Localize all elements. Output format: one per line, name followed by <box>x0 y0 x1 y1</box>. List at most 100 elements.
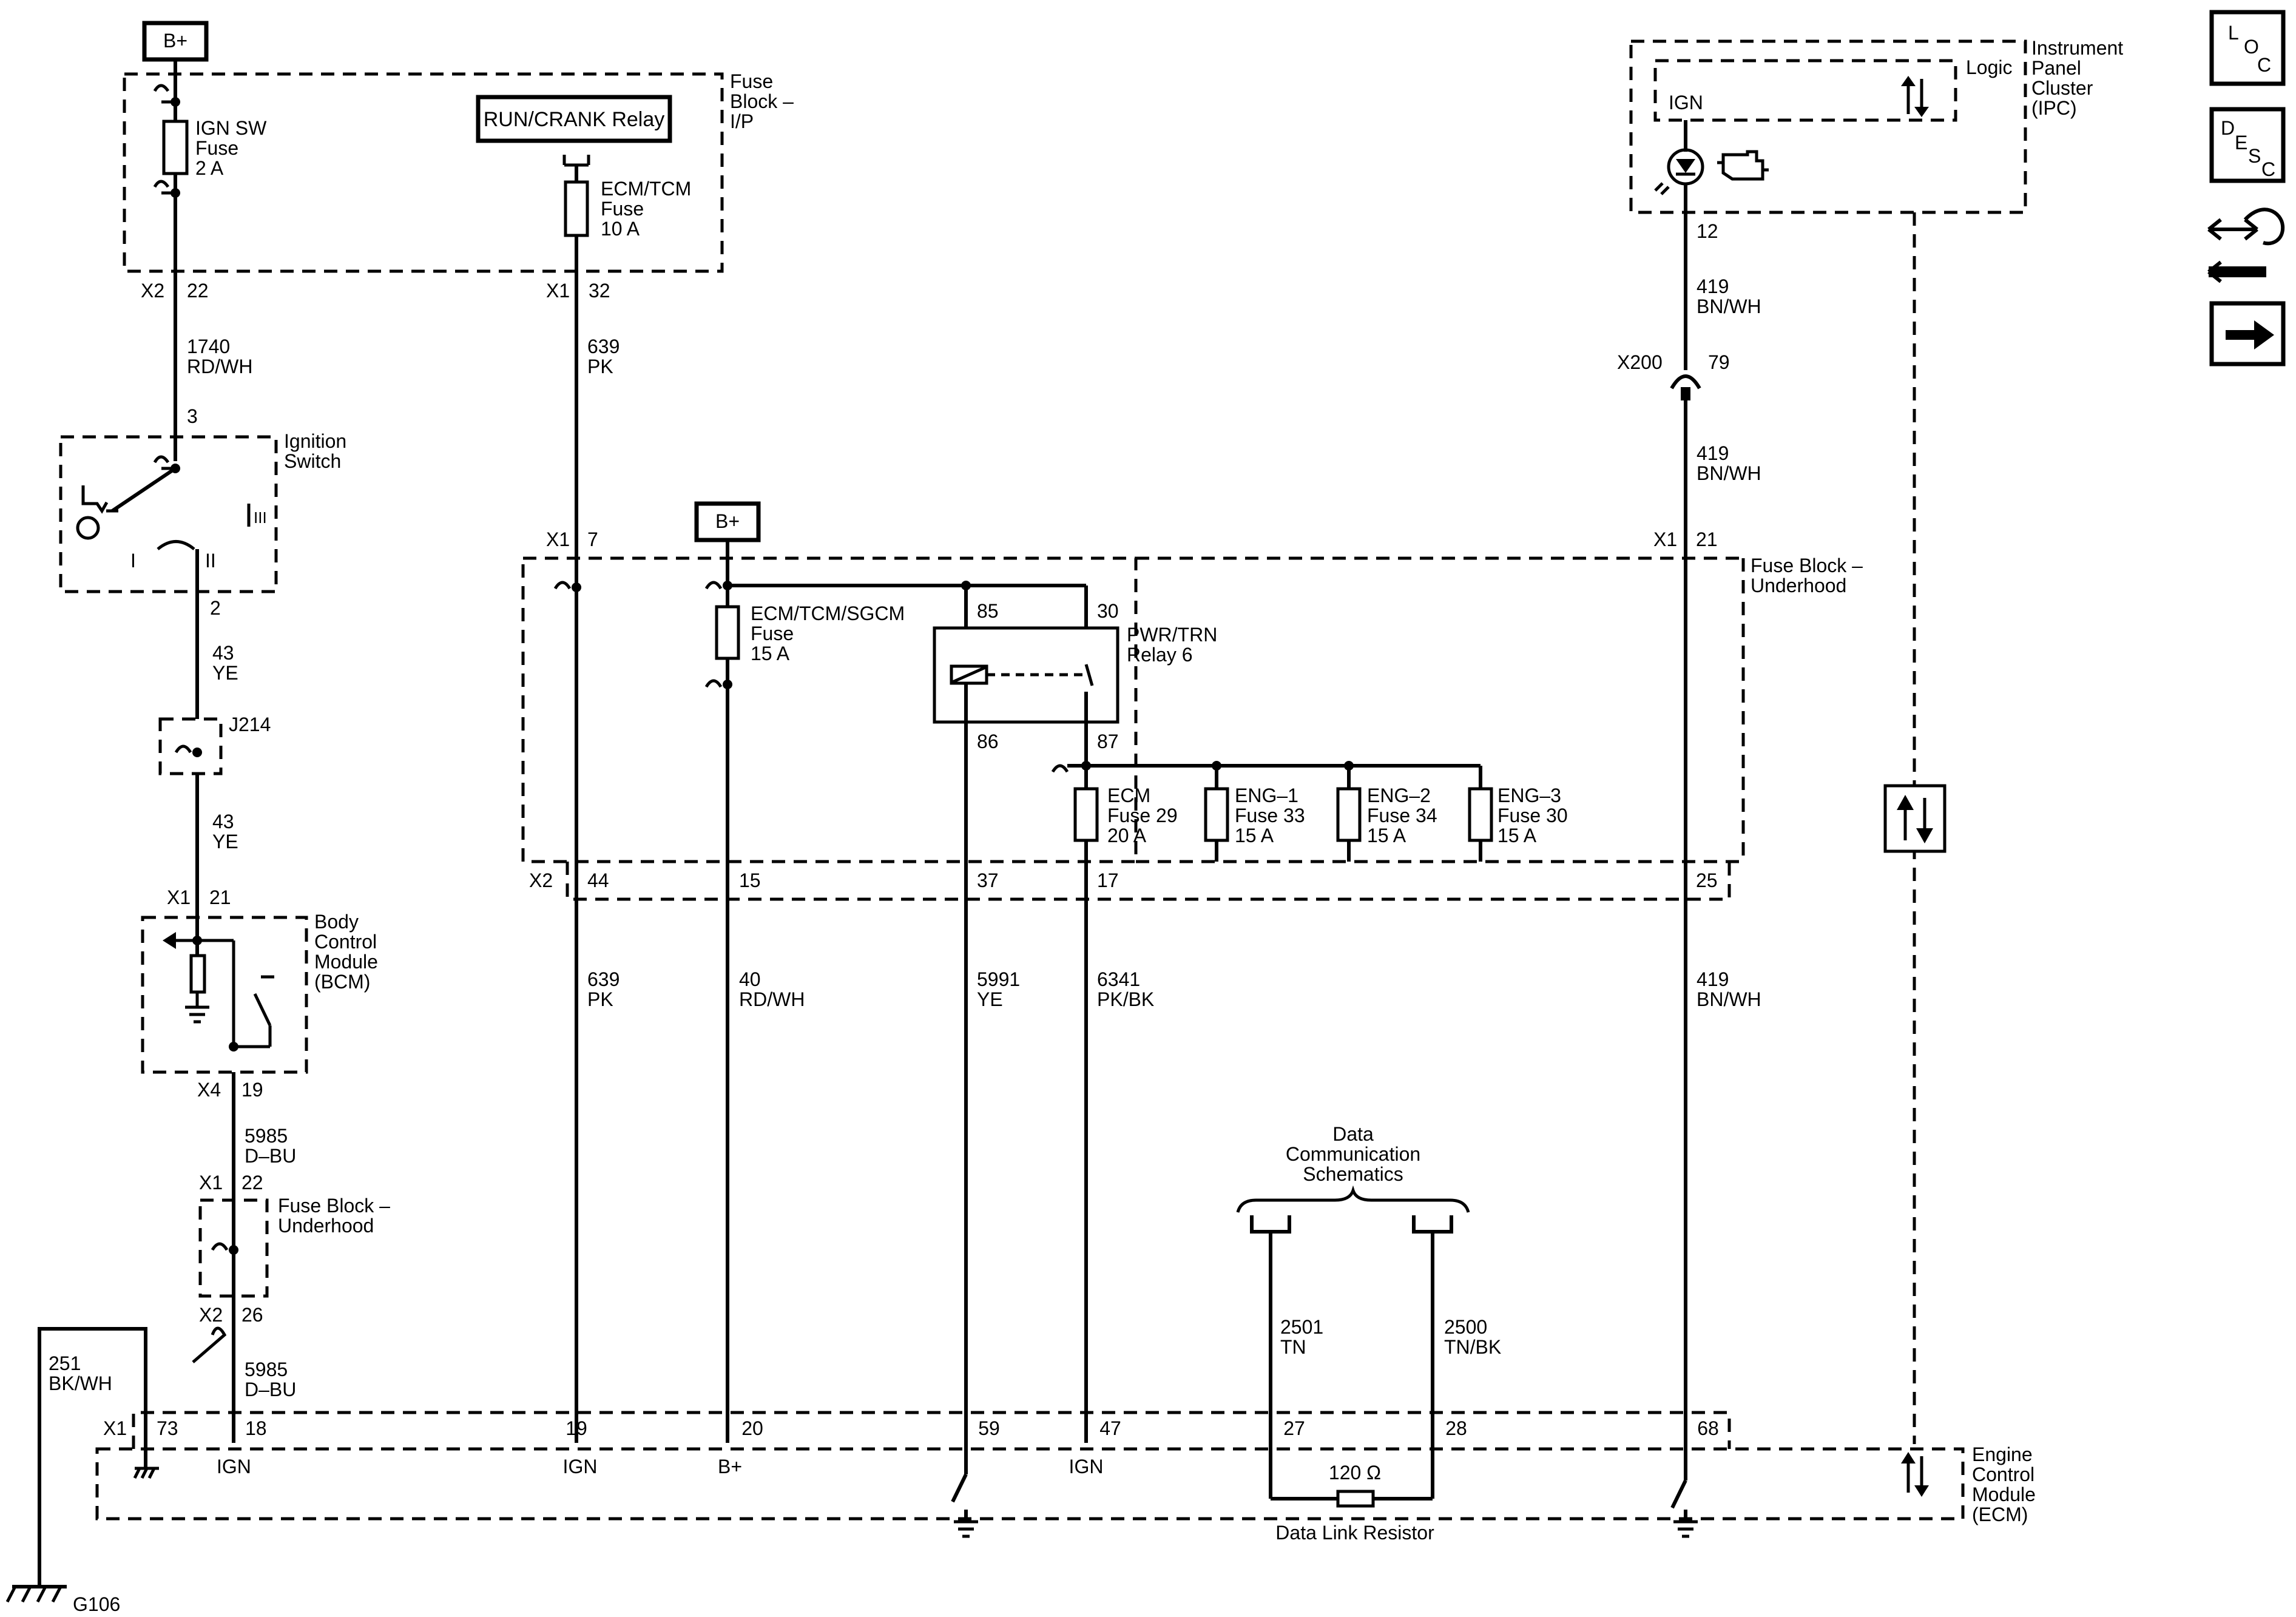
pin-12-ipc: 12 <box>1697 220 1718 242</box>
eng1-fuse-label-1: ENG–1 <box>1235 785 1298 806</box>
pwr-trn-relay-label-2: Relay 6 <box>1127 644 1193 666</box>
bcm-label-3: Module <box>314 951 378 973</box>
pin-21-bcm: 21 <box>209 886 231 908</box>
ignition-switch-contacts: III I II <box>76 437 267 592</box>
wire-5991-num: 5991 <box>977 968 1020 990</box>
ign-19: IGN <box>563 1456 598 1477</box>
eng2-fuse-34: ENG–2 Fuse 34 15 A <box>1336 785 1437 862</box>
wire-251-num: 251 <box>49 1352 81 1374</box>
ecm-label-4: (ECM) <box>1972 1504 2028 1525</box>
wire-419a-num: 419 <box>1697 275 1729 297</box>
desc-icon[interactable]: D E S C <box>2209 107 2286 183</box>
bplus-top-left: B+ <box>142 21 209 62</box>
conn-x1-bcm: X1 <box>167 886 191 908</box>
ecm-fuse29-label-1: ECM <box>1107 785 1150 806</box>
bcm-label-1: Body <box>314 911 359 933</box>
conn-x4: X4 <box>197 1079 221 1101</box>
wire-6341-color: PK/BK <box>1097 988 1154 1010</box>
ecm-label-1: Engine <box>1972 1443 2033 1465</box>
wire-639-num: 639 <box>587 968 620 990</box>
pin-22-uh: 22 <box>241 1172 263 1193</box>
fuse-block-ip-label-3: I/P <box>730 110 754 132</box>
run-crank-relay[interactable]: RUN/CRANK Relay <box>476 95 672 143</box>
pin-86: 86 <box>977 731 999 752</box>
ecm-tcm-fuse-label-1: ECM/TCM <box>601 178 691 200</box>
uh-small-label-1: Fuse Block – <box>278 1195 390 1217</box>
data-link-resistor: 120 Ω Data Link Resistor <box>1271 1462 1434 1544</box>
conn-x1-uh-right: X1 <box>1653 528 1677 550</box>
ecm-fuse-29: ECM Fuse 29 20 A <box>1073 785 1178 846</box>
pin-68: 68 <box>1697 1417 1719 1439</box>
wire-419b-color: BN/WH <box>1697 462 1761 484</box>
ecm-label-3: Module <box>1972 1484 2036 1505</box>
datacomm-label-2: Communication <box>1286 1143 1420 1165</box>
pin-32: 32 <box>589 280 610 302</box>
next-arrow-icon[interactable] <box>2209 301 2286 366</box>
ecm-updown-arrows-icon <box>1901 1452 1929 1497</box>
pin-27: 27 <box>1283 1417 1305 1439</box>
ipc-label-1: Instrument <box>2031 37 2123 59</box>
pin-17: 17 <box>1097 869 1119 891</box>
eng1-fuse-33: ENG–1 Fuse 33 15 A <box>1204 785 1305 862</box>
ecm-tcm-fuse-label-3: 10 A <box>601 218 640 240</box>
ipc-label-3: Cluster <box>2031 77 2093 99</box>
conn-x1-ecm-left: X1 <box>103 1417 127 1439</box>
wire-419c-num: 419 <box>1697 968 1729 990</box>
fuse-block-underhood <box>521 556 1138 863</box>
bplus-label: B+ <box>163 30 187 52</box>
datacomm-bracket <box>1236 1185 1470 1234</box>
instrument-panel-cluster[interactable] <box>1629 39 2027 214</box>
bplus-20: B+ <box>718 1456 742 1477</box>
wire-40-num: 40 <box>739 968 761 990</box>
fuse-block-ip <box>123 72 724 273</box>
engine-control-module[interactable] <box>95 1447 1965 1521</box>
loc-icon[interactable]: L O C <box>2209 10 2286 86</box>
pin-28: 28 <box>1445 1417 1467 1439</box>
datacomm-label-1: Data <box>1332 1123 1374 1145</box>
bcm-internals <box>163 915 274 1052</box>
ecm-label-2: Control <box>1972 1463 2034 1485</box>
uh-small-label-2: Underhood <box>278 1215 374 1237</box>
wire-40-color: RD/WH <box>739 988 805 1010</box>
bcm-label-2: Control <box>314 931 377 953</box>
body-control-module[interactable] <box>141 916 308 1074</box>
ignition-switch-label-2: Switch <box>284 450 341 472</box>
bcm-label-4: (BCM) <box>314 971 370 993</box>
wire-5985b-color: D–BU <box>245 1379 296 1400</box>
run-crank-relay-label: RUN/CRANK Relay <box>484 108 665 131</box>
eng3-fuse-label-2: Fuse 30 <box>1497 805 1568 826</box>
fuse-block-ip-label-2: Block – <box>730 90 794 112</box>
desc-s: S <box>2248 145 2261 167</box>
updown-arrows-box-icon <box>1883 784 1947 853</box>
connector-end-view-icon[interactable] <box>2207 208 2285 283</box>
pwr-trn-relay-6[interactable] <box>933 626 1119 724</box>
ign-47: IGN <box>1069 1456 1104 1477</box>
ipc-label-4: (IPC) <box>2031 97 2077 119</box>
pwr-trn-relay-label-1: PWR/TRN <box>1127 624 1217 646</box>
ecm-tcm-sgcm-fuse-label-2: Fuse <box>751 623 794 644</box>
ecm-tcm-sgcm-fuse-label-1: ECM/TCM/SGCM <box>751 603 905 624</box>
wire-43b-num: 43 <box>212 811 234 832</box>
wire-419c-color: BN/WH <box>1697 988 1761 1010</box>
check-engine-icon <box>1717 150 1769 181</box>
pin-15: 15 <box>739 869 761 891</box>
wire-2500-num: 2500 <box>1444 1316 1487 1338</box>
wire-1740-color: RD/WH <box>187 356 252 377</box>
ignition-switch[interactable] <box>59 435 278 593</box>
ipc-label-2: Panel <box>2031 57 2081 79</box>
mil-lamp-icon <box>1654 148 1704 195</box>
wire-5991-color: YE <box>977 988 1003 1010</box>
wire-5985a-color: D–BU <box>245 1145 296 1167</box>
ipc-logic-label: Logic <box>1966 56 2013 78</box>
ground-g106: G106 <box>73 1593 120 1615</box>
pos-III: III <box>254 508 267 527</box>
bplus-underhood-label: B+ <box>715 510 740 532</box>
wire-2501-num: 2501 <box>1280 1316 1323 1338</box>
wire-43a-color: YE <box>212 662 238 684</box>
ecm-tcm-sgcm-fuse: ECM/TCM/SGCM Fuse 15 A <box>704 603 905 862</box>
wire-6341-num: 6341 <box>1097 968 1140 990</box>
wire-639-upper-color: PK <box>587 356 613 377</box>
wire-43b-color: YE <box>212 831 238 852</box>
ecm-fuse29-label-3: 20 A <box>1107 825 1147 846</box>
ign-sw-fuse-label-1: IGN SW <box>195 117 267 139</box>
